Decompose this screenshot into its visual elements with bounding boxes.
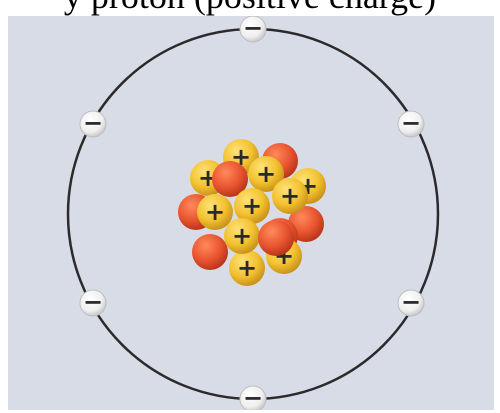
- electron-symbol: −: [243, 384, 263, 410]
- atom-diagram: ++++++++++ − − − − − −: [8, 16, 494, 410]
- electron: −: [240, 384, 266, 410]
- proton-symbol: +: [256, 160, 276, 188]
- proton-symbol: +: [205, 198, 225, 226]
- electron: −: [80, 288, 106, 316]
- nucleus: ++++++++++: [178, 139, 326, 286]
- electron-symbol: −: [401, 109, 421, 137]
- electron-symbol: −: [243, 16, 263, 42]
- electron: −: [398, 109, 424, 137]
- neutron: [192, 234, 228, 270]
- atom-diagram-panel: ++++++++++ − − − − − −: [8, 16, 494, 410]
- electron-symbol: −: [83, 288, 103, 316]
- electron-symbol: −: [401, 288, 421, 316]
- electron: −: [398, 288, 424, 316]
- proton-symbol: +: [237, 254, 257, 282]
- proton: +: [197, 194, 233, 230]
- proton: +: [224, 218, 260, 254]
- electron: −: [240, 16, 266, 42]
- neutron: [258, 220, 294, 256]
- proton-symbol: +: [280, 182, 300, 210]
- proton: +: [272, 178, 308, 214]
- caption-text: y proton (positive charge): [0, 0, 500, 16]
- electron-symbol: −: [83, 109, 103, 137]
- proton: +: [229, 250, 265, 286]
- electron: −: [80, 109, 106, 137]
- proton-symbol: +: [232, 222, 252, 250]
- proton-symbol: +: [242, 192, 262, 220]
